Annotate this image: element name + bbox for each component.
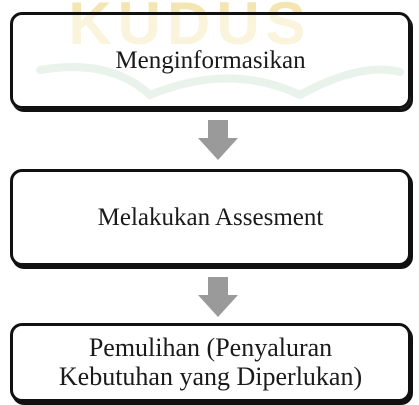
step-label-recovery-line-1: Pemulihan (Penyaluran [88,332,333,362]
down-arrow-shape [198,120,238,160]
step-label-assessment: Melakukan Assesment [97,203,324,231]
step-box-assessment: Melakukan Assesment [10,169,411,266]
step-box-recovery: Pemulihan (Penyaluran Kebutuhan yang Dip… [10,323,411,402]
step-label-recovery-line-2: Kebutuhan yang Diperlukan) [58,361,363,391]
step-box-inform: Menginformasikan [10,12,411,109]
down-arrow-icon [198,120,238,160]
step-label-inform: Menginformasikan [115,46,306,74]
step-label-recovery: Pemulihan (Penyaluran Kebutuhan yang Dip… [58,332,363,391]
down-arrow-icon [198,277,238,317]
down-arrow-shape [198,277,238,317]
